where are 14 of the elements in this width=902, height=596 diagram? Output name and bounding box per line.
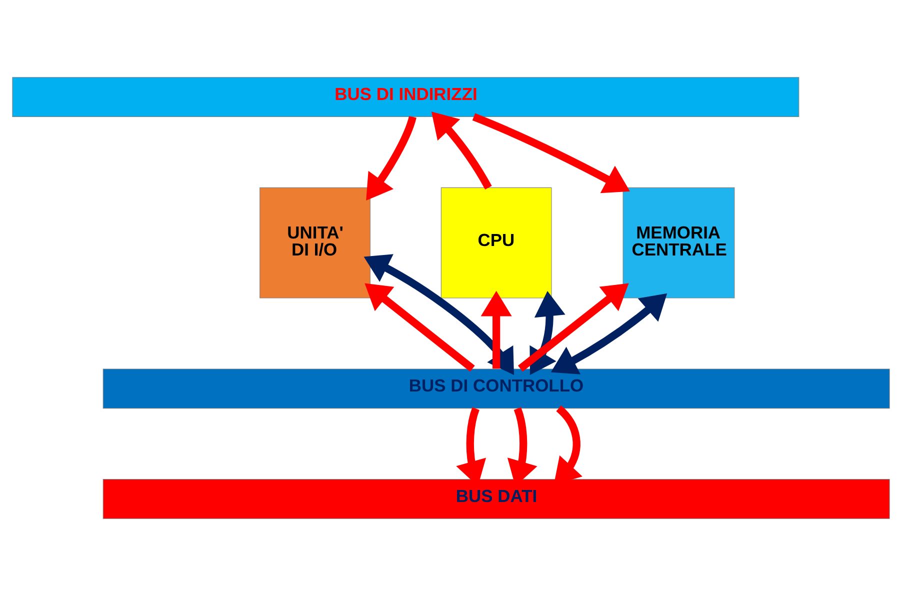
node-box: UNITA' DI I/O [260,187,370,298]
arrow [364,283,475,372]
node-box: BUS DI INDIRIZZI [12,77,800,117]
node-box: MEMORIA CENTRALE [622,187,735,298]
arrow [518,283,629,372]
arrow [431,112,492,190]
arrow [364,254,514,376]
node-box: BUS DATI [102,479,890,519]
arrow [550,293,668,374]
arrow [366,116,416,200]
arrow [472,113,630,194]
arrow [480,290,512,369]
node-box: CPU [440,187,552,298]
node-box: BUS DI CONTROLLO [102,368,890,409]
